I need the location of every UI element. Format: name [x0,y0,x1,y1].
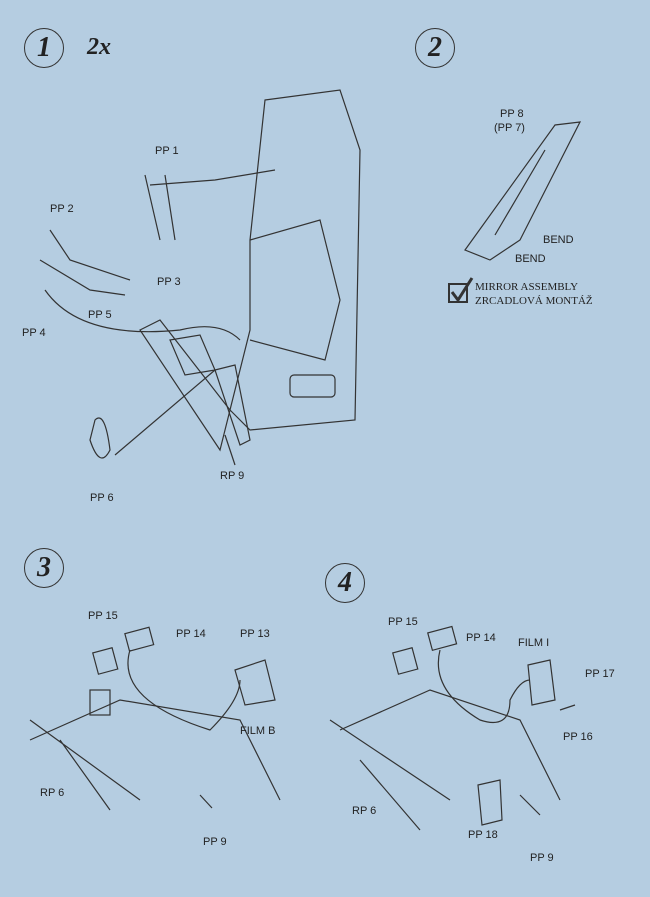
label-pp9: PP 9 [203,836,227,848]
ejection-seat-drawing [139,89,361,452]
step-3-marker: 3 [24,548,64,588]
step-1-marker: 1 [24,28,64,68]
step-number: 4 [338,567,352,598]
label-pp13: PP 13 [240,628,270,640]
label-film-i: FILM I [518,637,550,649]
label-pp15: PP 15 [88,610,118,622]
mirror-part [464,121,582,261]
label-pp14: PP 14 [176,628,206,640]
label-pp17: PP 17 [585,668,615,680]
mirror-note-en: MIRROR ASSEMBLY [475,281,579,293]
label-rp9: RP 9 [220,470,245,482]
label-pp7: (PP 7) [494,122,525,134]
step-2-marker: 2 [415,28,455,68]
label-pp5: PP 5 [88,309,112,321]
cockpit-step3 [29,626,281,811]
label-pp2: PP 2 [50,203,74,215]
label-bend-1: BEND [543,234,574,246]
label-film-b: FILM B [240,725,276,737]
pp1-strap [144,169,276,241]
step-number: 2 [428,32,442,63]
label-pp15: PP 15 [388,616,418,628]
label-pp18: PP 18 [468,829,498,841]
label-pp1: PP 1 [155,145,179,157]
label-rp6: RP 6 [352,805,377,817]
label-pp3: PP 3 [157,276,181,288]
label-pp4: PP 4 [22,327,46,339]
cockpit-step4 [329,625,576,831]
quantity-multiplier: 2x [87,34,111,60]
label-pp8: PP 8 [500,108,524,120]
label-pp14: PP 14 [466,632,496,644]
step-number: 1 [37,32,51,63]
step-number: 3 [37,552,51,583]
mirror-note-cz: ZRCADLOVÁ MONTÁŽ [475,295,593,307]
label-bend-2: BEND [515,253,546,265]
step-4-marker: 4 [325,563,365,603]
label-pp6: PP 6 [90,492,114,504]
label-pp9: PP 9 [530,852,554,864]
pp2-strap [39,229,131,296]
pp6-part [89,417,111,459]
label-pp16: PP 16 [563,731,593,743]
label-rp6: RP 6 [40,787,65,799]
